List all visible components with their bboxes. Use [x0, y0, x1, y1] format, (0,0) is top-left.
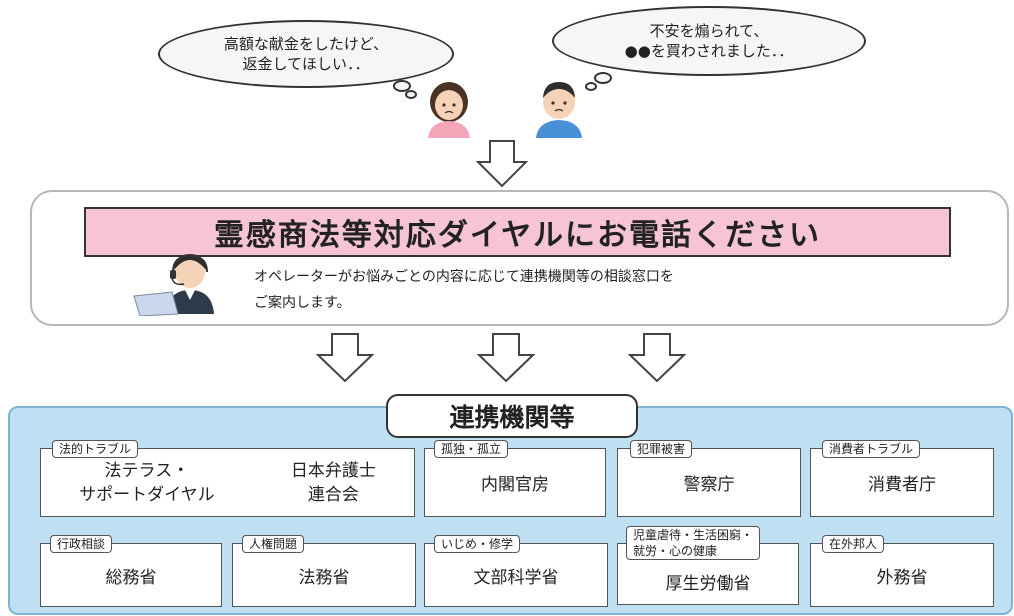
legal-left-line1: 法テラス・ — [104, 460, 190, 481]
org-box-consumer: 消費者庁 — [810, 448, 994, 517]
org-name-education: 文部科学省 — [473, 567, 559, 588]
org-tag-legal: 法的トラブル — [52, 440, 139, 458]
org-tag-justice: 人権問題 — [242, 535, 305, 553]
org-box-legal: 法テラス・ サポートダイヤル 日本弁護士 連合会 — [40, 448, 415, 517]
worried-man-illustration — [536, 82, 582, 138]
bubble-left-line2: 返金してほしい．． — [242, 55, 370, 73]
org-name-justice: 法務省 — [298, 567, 350, 588]
operator-text-line1: オペレーターがお悩みごとの内容に応じて連携機関等の相談窓口を — [254, 269, 674, 285]
down-arrow-icon — [316, 333, 374, 383]
org-tag-cabinet: 孤独・孤立 — [434, 440, 509, 458]
orgs-title: 連携機関等 — [386, 394, 638, 438]
org-tag-education: いじめ・修学 — [434, 535, 521, 553]
legal-left-line2: サポートダイヤル — [79, 484, 215, 505]
dial-banner: 霊感商法等対応ダイヤルにお電話ください — [84, 207, 951, 257]
operator-illustration — [133, 254, 214, 316]
bubble-left-tail — [393, 80, 411, 92]
org-tag-foreign: 在外邦人 — [822, 535, 885, 553]
operator-text-line2: ご案内します。 — [254, 295, 351, 311]
org-box-cabinet: 内閣官房 — [424, 448, 606, 517]
down-arrow-icon — [476, 140, 528, 188]
speech-bubble-right: 不安を煽られて、 ●●を買わされました．． — [552, 6, 866, 76]
org-name-welfare: 厚生労働省 — [665, 573, 751, 594]
bubble-left-line1: 高額な献金をしたけど、 — [223, 35, 389, 53]
speech-bubble-left: 高額な献金をしたけど、 返金してほしい．． — [158, 20, 454, 88]
bubble-right-line1: 不安を煽られて、 — [649, 22, 769, 40]
org-box-police: 警察庁 — [617, 448, 801, 517]
welfare-tag-line1: 児童虐待・生活困窮・ — [633, 528, 754, 542]
org-box-justice: 法務省 — [232, 543, 416, 607]
org-tag-police: 犯罪被害 — [630, 440, 693, 458]
down-arrow-icon — [477, 333, 535, 383]
org-name-consumer: 消費者庁 — [868, 475, 936, 495]
org-tag-consumer: 消費者トラブル — [822, 440, 921, 458]
bubble-right-tail-small — [585, 82, 597, 91]
org-name-foreign: 外務省 — [876, 567, 928, 588]
legal-right-line2: 連合会 — [307, 484, 359, 505]
worried-woman-illustration — [428, 82, 470, 138]
org-name-police: 警察庁 — [683, 475, 735, 495]
org-name-cabinet: 内閣官房 — [481, 475, 549, 495]
org-tag-admin: 行政相談 — [50, 535, 113, 553]
bubble-right-tail — [594, 72, 612, 84]
org-tag-welfare: 児童虐待・生活困窮・ 就労・心の健康 — [626, 526, 761, 560]
operator-description: オペレーターがお悩みごとの内容に応じて連携機関等の相談窓口を ご案内します。 — [254, 264, 974, 316]
legal-right-line1: 日本弁護士 — [290, 460, 376, 481]
welfare-tag-line2: 就労・心の健康 — [633, 544, 718, 558]
bubble-right-line2: ●●を買わされました．． — [624, 42, 794, 60]
org-name-admin: 総務省 — [105, 567, 157, 588]
down-arrow-icon — [628, 333, 686, 383]
org-box-foreign: 外務省 — [810, 543, 994, 607]
org-box-admin: 総務省 — [40, 543, 222, 607]
bubble-left-tail-small — [405, 90, 417, 99]
